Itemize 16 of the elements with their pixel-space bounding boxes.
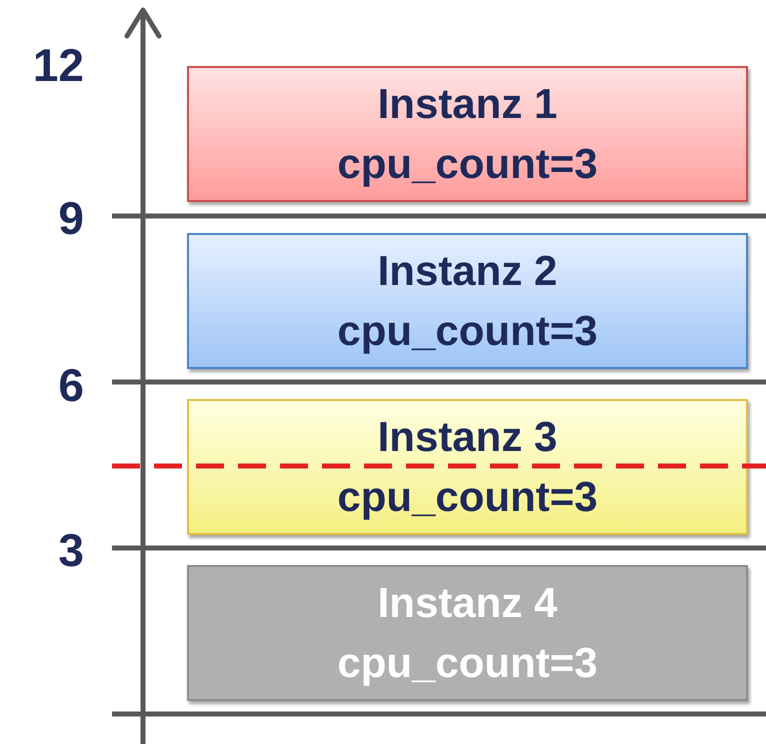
instance-box	[187, 66, 748, 202]
cpu-count-text: cpu_count=3	[337, 472, 598, 522]
axis-tick-label: 9	[58, 195, 84, 241]
instance-box	[187, 565, 748, 701]
axis-tick-label: 12	[32, 42, 84, 88]
instance-box	[187, 233, 748, 369]
axis-tick-label: 6	[58, 362, 84, 408]
axis-tick-label: 3	[58, 527, 84, 573]
instance-title: Instanz 2	[378, 246, 558, 296]
instance-box	[187, 399, 748, 535]
instance-title: Instanz 1	[378, 79, 558, 129]
cpu-count-text: cpu_count=3	[337, 306, 598, 356]
cpu-count-text: cpu_count=3	[337, 638, 598, 688]
instance-title: Instanz 4	[378, 578, 558, 628]
instance-title: Instanz 3	[378, 412, 558, 462]
cpu-count-text: cpu_count=3	[337, 139, 598, 189]
